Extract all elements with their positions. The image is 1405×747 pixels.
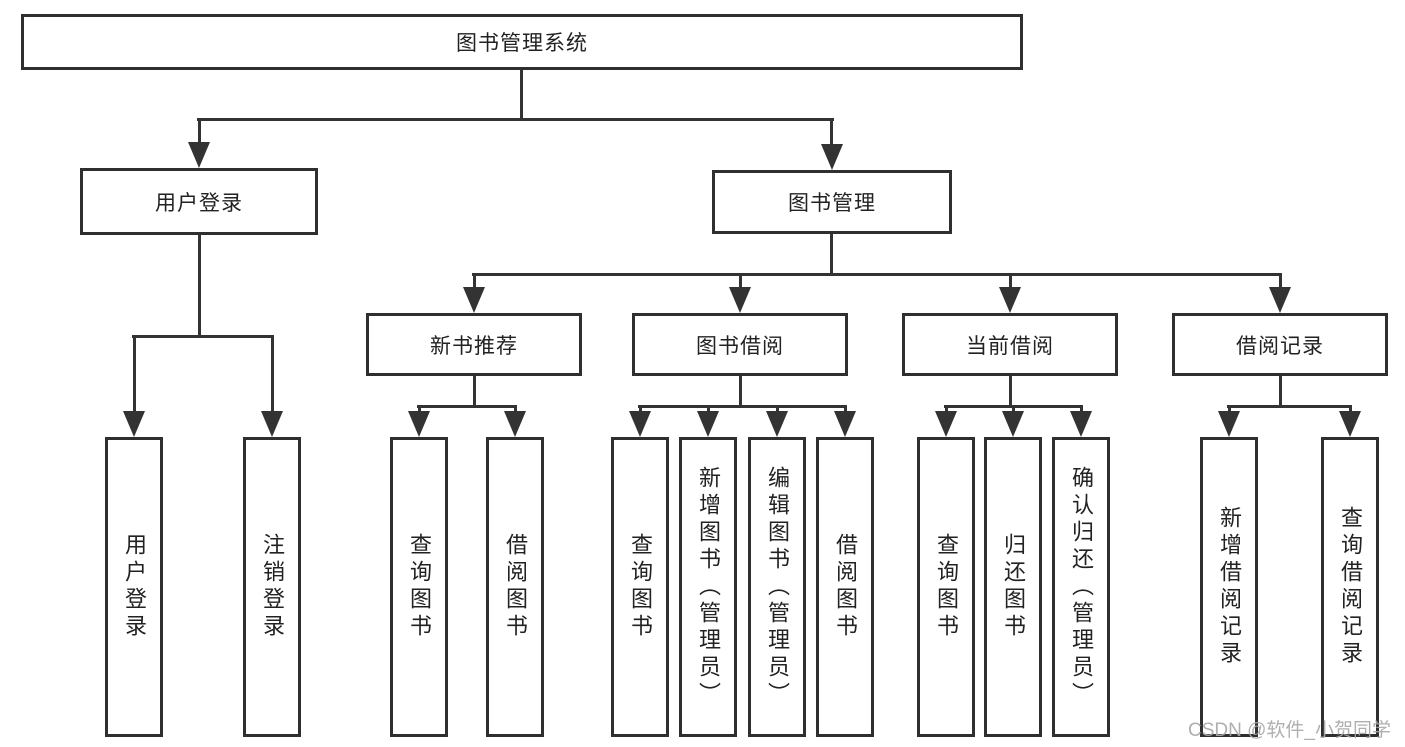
connector-line [132,335,274,338]
leaf-records-add: 新增借阅记录 [1200,437,1258,737]
connector-line [707,405,710,413]
csdn-watermark: CSDN @软件_小贺同学 [1188,720,1391,741]
connector-arrowhead [629,411,651,437]
connector-arrowhead [1269,287,1291,313]
leaf-records-query-label: 查询借阅记录 [1338,506,1363,668]
leaf-new-books-query: 查询图书 [390,437,448,737]
leaf-current-query: 查询图书 [917,437,975,737]
leaf-current-return: 归还图书 [984,437,1042,737]
connector-arrowhead [1339,411,1361,437]
connector-line [473,376,476,405]
leaf-records-add-label: 新增借阅记录 [1217,506,1242,668]
leaf-logout: 注销登录 [243,437,301,737]
connector-arrowhead [935,411,957,437]
connector-line [739,273,742,289]
connector-arrowhead [697,411,719,437]
connector-line [1080,405,1083,413]
node-borrow-records-label: 借阅记录 [1236,334,1324,358]
connector-arrowhead [729,287,751,313]
connector-line [1349,405,1352,413]
connector-arrowhead [261,411,283,437]
connector-line [1228,405,1231,413]
connector-arrowhead [821,144,843,170]
leaf-borrow-add-admin-label: 新增图书（管理员） [696,465,721,709]
connector-line [198,118,201,144]
connector-line [520,70,523,118]
node-root: 图书管理系统 [21,14,1023,70]
leaf-user-login: 用户登录 [105,437,163,737]
node-book-mgmt-label: 图书管理 [788,192,876,215]
connector-line [198,235,201,337]
leaf-new-books-borrow: 借阅图书 [486,437,544,737]
connector-line [1009,376,1012,405]
connector-arrowhead [766,411,788,437]
leaf-borrow-edit-admin-label: 编辑图书（管理员） [765,465,790,709]
connector-arrowhead [463,287,485,313]
leaf-borrow-add-admin: 新增图书（管理员） [679,437,737,737]
connector-line [197,118,834,121]
node-user-login-label: 用户登录 [155,191,243,215]
connector-line [1012,405,1015,413]
node-root-label: 图书管理系统 [456,32,588,55]
leaf-borrow-borrow: 借阅图书 [816,437,874,737]
connector-arrowhead [408,411,430,437]
connector-line [133,335,136,413]
connector-line [1009,273,1012,289]
leaf-current-confirm-admin: 确认归还（管理员） [1052,437,1110,737]
node-book-mgmt: 图书管理 [712,170,952,234]
leaf-current-confirm-admin-label: 确认归还（管理员） [1069,465,1094,709]
connector-arrowhead [1070,411,1092,437]
connector-arrowhead [188,142,210,168]
connector-line [830,234,833,276]
connector-arrowhead [504,411,526,437]
connector-line [639,405,642,413]
leaf-records-query: 查询借阅记录 [1321,437,1379,737]
leaf-borrow-borrow-label: 借阅图书 [833,533,858,641]
connector-line [844,405,847,413]
connector-line [1279,273,1282,289]
connector-arrowhead [1002,411,1024,437]
node-user-login: 用户登录 [80,168,318,235]
connector-line [417,405,517,408]
leaf-borrow-edit-admin: 编辑图书（管理员） [748,437,806,737]
connector-line [776,405,779,413]
leaf-new-books-query-label: 查询图书 [407,533,432,641]
node-new-books: 新书推荐 [366,313,582,376]
node-current-borrow: 当前借阅 [902,313,1118,376]
node-borrow-records: 借阅记录 [1172,313,1388,376]
node-book-borrow: 图书借阅 [632,313,848,376]
leaf-current-query-label: 查询图书 [934,533,959,641]
connector-line [830,118,833,146]
connector-line [945,405,948,413]
node-book-borrow-label: 图书借阅 [696,334,784,358]
connector-line [472,273,1282,276]
connector-line [739,376,742,405]
connector-line [1279,376,1282,405]
node-current-borrow-label: 当前借阅 [966,334,1054,358]
connector-line [418,405,421,413]
connector-arrowhead [123,411,145,437]
leaf-current-return-label: 归还图书 [1001,533,1026,641]
leaf-user-login-label: 用户登录 [122,533,147,641]
connector-line [1227,405,1352,408]
leaf-logout-label: 注销登录 [260,533,285,641]
connector-line [638,405,847,408]
connector-arrowhead [1218,411,1240,437]
connector-arrowhead [834,411,856,437]
connector-line [514,405,517,413]
connector-line [473,273,476,289]
leaf-borrow-query-label: 查询图书 [628,533,653,641]
leaf-new-books-borrow-label: 借阅图书 [503,533,528,641]
node-new-books-label: 新书推荐 [430,334,518,358]
leaf-borrow-query: 查询图书 [611,437,669,737]
connector-line [271,335,274,413]
connector-arrowhead [999,287,1021,313]
